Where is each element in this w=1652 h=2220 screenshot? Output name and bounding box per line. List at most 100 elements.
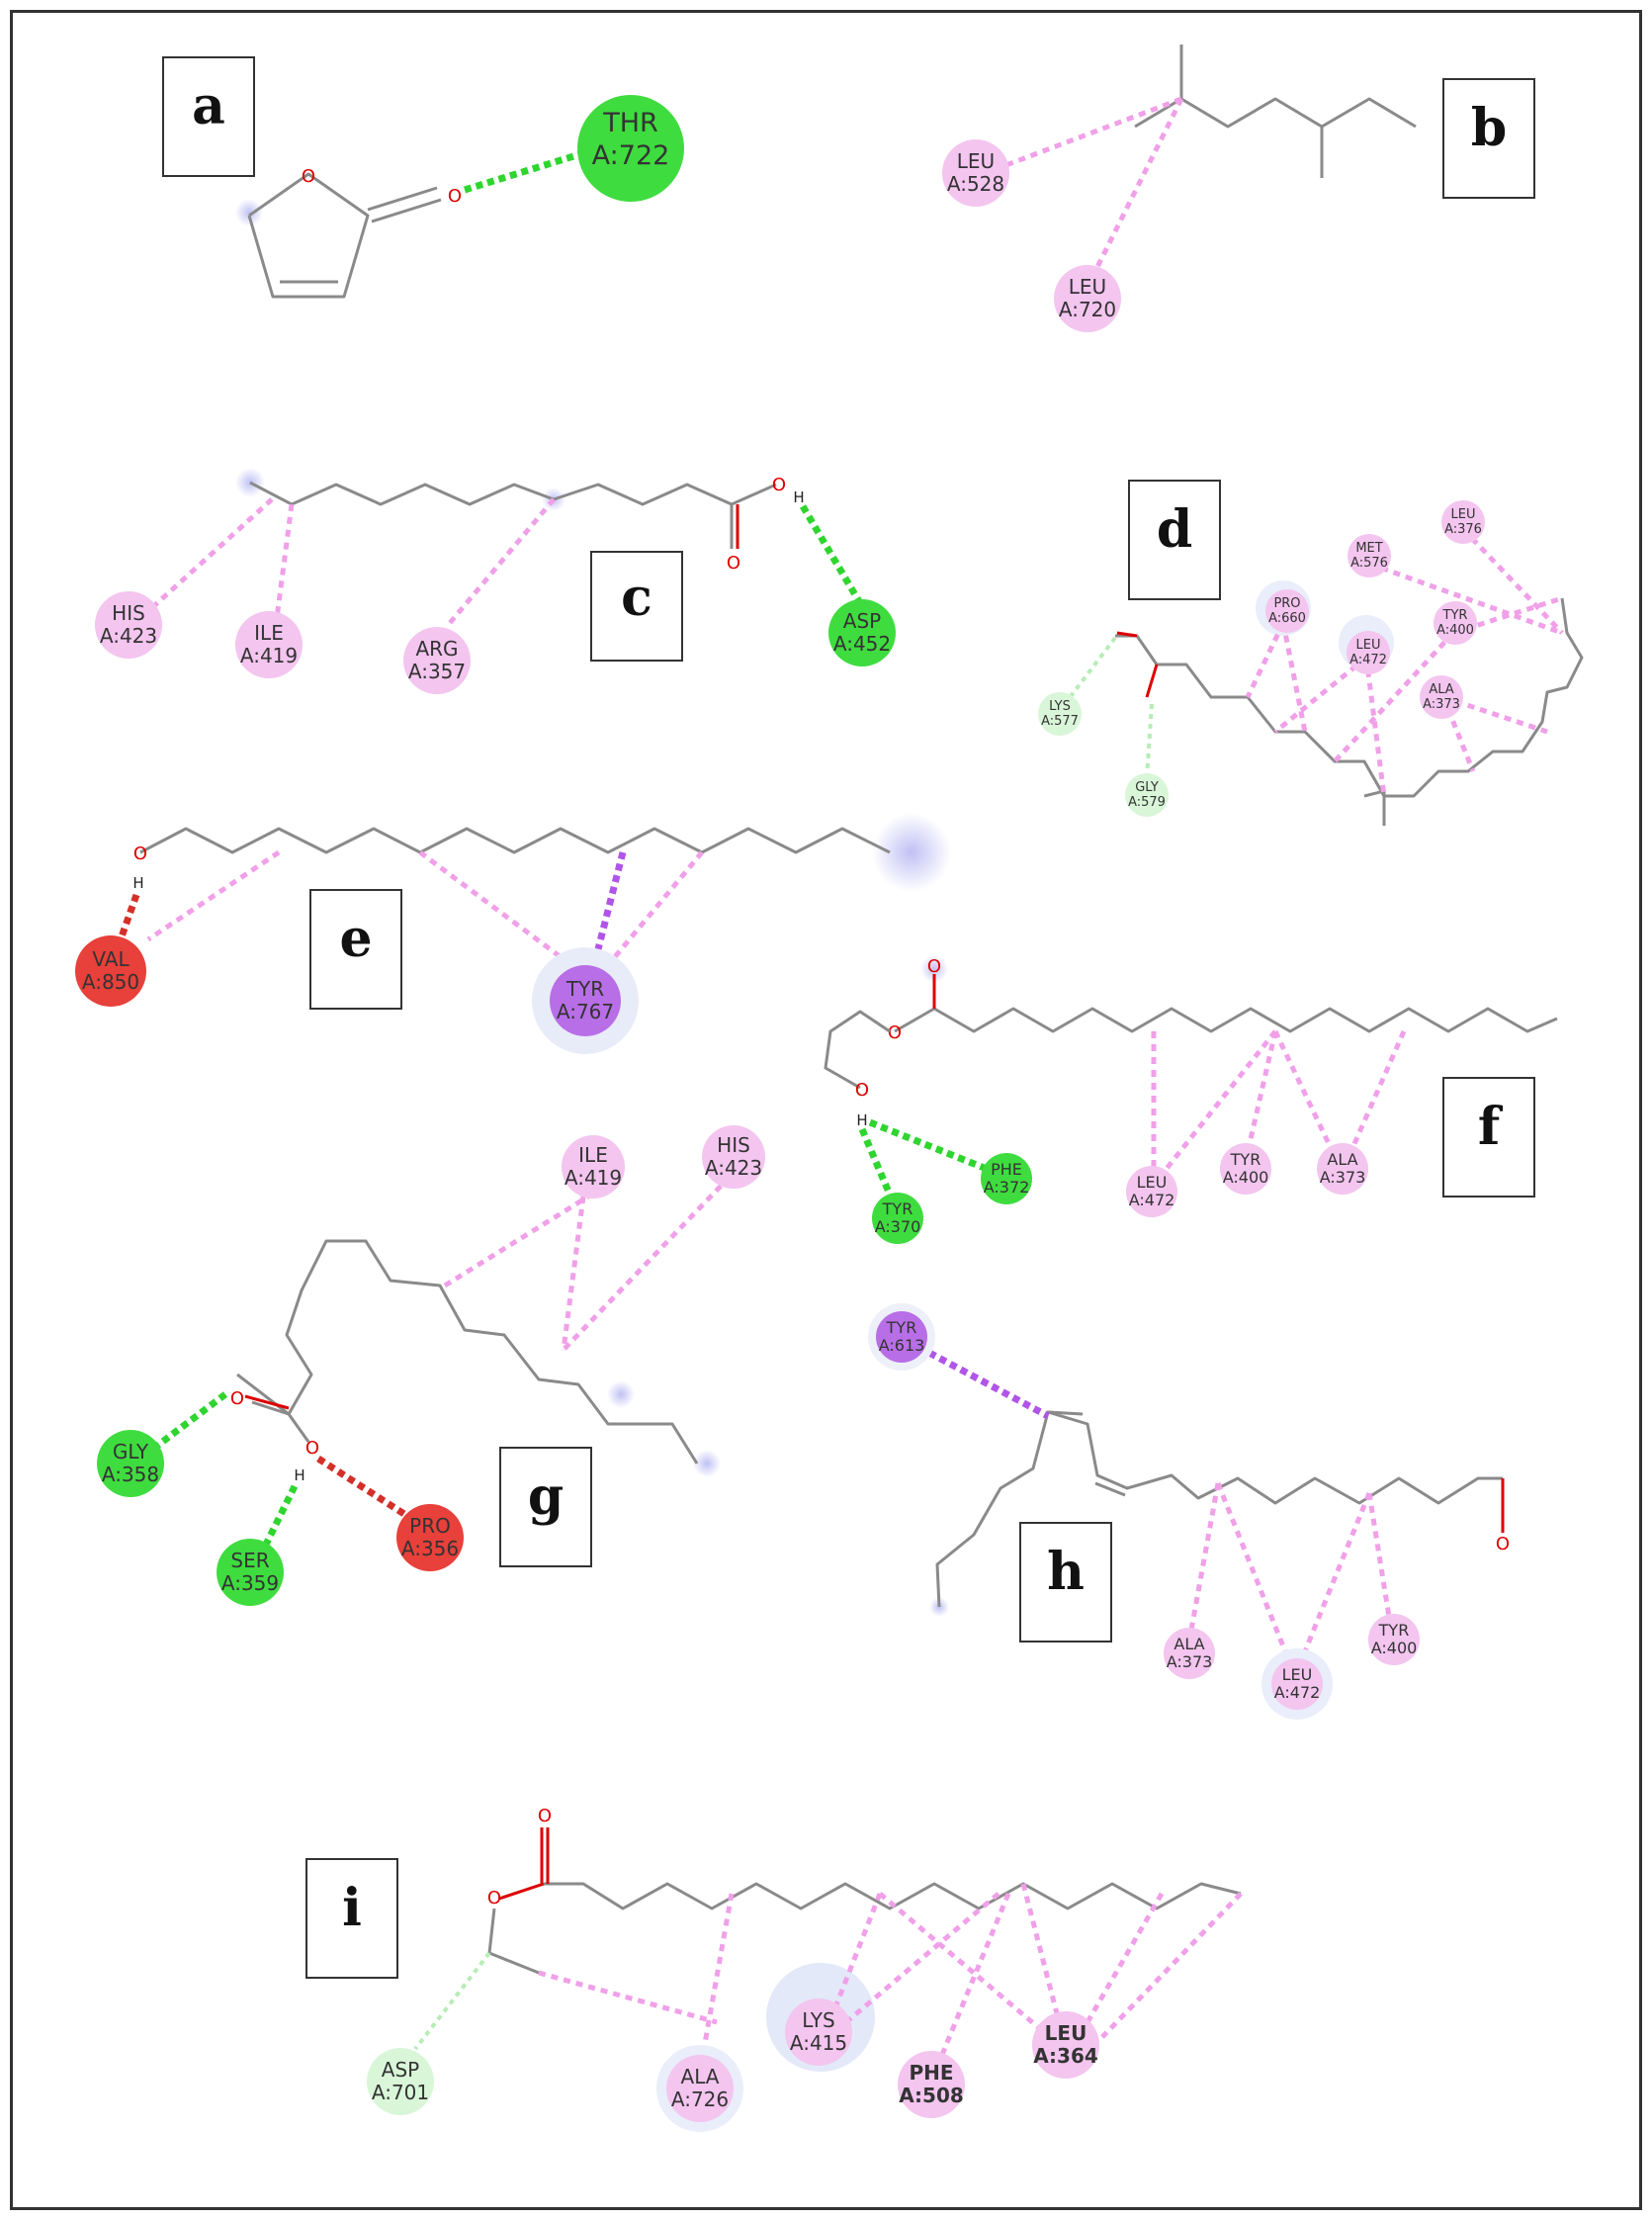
furanone-ring	[247, 172, 442, 299]
panel-label-box	[1128, 480, 1221, 600]
pi-sigma-line	[594, 851, 627, 950]
residue-val-850: VAL A:850	[75, 935, 146, 1007]
panel-label-box	[1019, 1522, 1112, 1643]
figure-frame	[10, 10, 1642, 2210]
alkyl-interaction	[1160, 1029, 1277, 1177]
panel-label-box	[1442, 1077, 1535, 1198]
residue-number: A:508	[899, 2084, 964, 2107]
carbon-h-bond-line	[1066, 636, 1117, 702]
alkyl-interaction	[1280, 622, 1308, 733]
alkyl-interaction	[418, 849, 565, 962]
alkyl-interaction	[1272, 1029, 1336, 1154]
carbon-h-bond-line	[413, 1951, 491, 2051]
residue-name: TYR	[1378, 1621, 1410, 1640]
residue-ala-373: ALA A:373	[1317, 1143, 1368, 1195]
residue-number: A:701	[372, 2081, 429, 2104]
residue-number: A:376	[1444, 522, 1482, 537]
alkyl-interaction	[1333, 631, 1455, 763]
residue-number: A:722	[592, 140, 670, 171]
residue-tyr-370: TYR A:370	[872, 1193, 923, 1244]
residue-name: ALA	[1429, 682, 1453, 697]
residue-name: LEU	[957, 149, 995, 173]
residue-number: A:372	[984, 1178, 1030, 1197]
panel-label-box	[1442, 78, 1535, 199]
oxygen-label: O	[487, 1888, 501, 1909]
residue-name: ILE	[578, 1143, 608, 1167]
panel-label: i	[342, 1878, 362, 1938]
residue-name: ALA	[1174, 1635, 1204, 1653]
alkyl-interaction	[1347, 1029, 1407, 1157]
residue-number: A:373	[1320, 1168, 1366, 1187]
alkyl-interaction	[878, 1892, 1040, 2029]
residue-number: A:370	[875, 1217, 921, 1236]
alkyl-chain	[285, 1239, 699, 1465]
panel-label: e	[339, 909, 372, 969]
oxygen-label: O	[230, 1388, 244, 1409]
residue-lys-577: LYS A:577	[1038, 692, 1082, 736]
glycerol-arm	[824, 1010, 891, 1090]
residue-tyr-400: TYR A:400	[1434, 601, 1477, 645]
h-bond-line	[799, 504, 864, 605]
panel-label: d	[1157, 499, 1192, 560]
residue-number: A:452	[833, 632, 891, 656]
residue-number: A:373	[1167, 1652, 1213, 1671]
residue-number: A:415	[790, 2031, 847, 2055]
residue-pro-660: PRO A:660	[1265, 589, 1309, 633]
alkyl-interaction	[838, 1892, 1000, 2029]
oxygen-label: O	[302, 166, 315, 187]
pi-alkyl-line	[936, 1893, 1011, 2063]
alkyl-interaction	[1085, 1892, 1165, 2024]
fatty-alcohol-chain	[139, 827, 891, 854]
alkyl-interaction	[562, 1175, 732, 1352]
residue-ile-419: ILE A:419	[562, 1135, 625, 1199]
residue-tyr-767: TYR A:767	[532, 947, 639, 1054]
residue-number: A:359	[221, 1571, 279, 1595]
alkyl-interaction	[1188, 1482, 1221, 1631]
residue-name: LEU	[1356, 638, 1381, 653]
alkyl-interaction	[443, 1194, 590, 1288]
residue-leu-376: LEU A:376	[1441, 500, 1485, 544]
residue-number: A:613	[879, 1336, 925, 1355]
oxygen-label: O	[855, 1080, 869, 1101]
oxygen-label: O	[538, 1806, 552, 1826]
residue-name: ARG	[415, 637, 458, 661]
residue-ala-726: ALA A:726	[656, 2045, 743, 2132]
ester-chain	[894, 1007, 1558, 1033]
residue-name: PHE	[991, 1160, 1022, 1179]
panel-label: f	[1478, 1097, 1504, 1157]
residue-leu-472: LEU A:472	[1261, 1648, 1333, 1720]
unfavorable-bump-line	[316, 1456, 412, 1521]
residue-number: A:720	[1059, 298, 1116, 321]
alkyl-interaction	[274, 503, 295, 619]
residue-pro-356: PRO A:356	[396, 1504, 464, 1571]
residue-number: A:423	[100, 624, 157, 648]
h-bond-line	[868, 1118, 989, 1173]
residue-number: A:472	[1349, 653, 1387, 667]
residue-name: PRO	[1273, 596, 1300, 611]
residue-thr-722: THR A:722	[577, 95, 684, 202]
residue-ser-359: SER A:359	[217, 1539, 284, 1606]
ester-chain	[544, 1882, 1242, 1910]
alkyl-interaction	[1302, 1492, 1372, 1652]
residue-name: MET	[1355, 541, 1382, 556]
residue-leu-472: LEU A:472	[1347, 631, 1390, 674]
residue-leu-364: LEU A:364	[1032, 2011, 1099, 2079]
panel-b: b LEU A:528 LEU A:720	[942, 44, 1535, 332]
residue-name: PHE	[909, 2061, 953, 2085]
residue-name: ASP	[382, 2058, 419, 2082]
residue-phe-508: PHE A:508	[898, 2051, 965, 2118]
residue-number: A:528	[947, 172, 1004, 196]
residue-name: LEU	[1451, 507, 1476, 522]
panel-a: a O O THR A:722	[162, 56, 684, 299]
carbonyl-bond	[1145, 664, 1159, 698]
residue-number: A:576	[1350, 556, 1388, 571]
residue-name: TYR	[882, 1199, 913, 1218]
alkyl-interaction	[146, 497, 274, 613]
ester-bond	[498, 1882, 545, 1901]
residue-name: THR	[602, 108, 658, 138]
residue-name: LEU	[1045, 2021, 1087, 2045]
residue-name: ILE	[254, 621, 284, 645]
panel-label-box	[499, 1447, 592, 1567]
residue-arg-357: ARG A:357	[403, 627, 471, 694]
residue-number: A:356	[401, 1537, 459, 1560]
